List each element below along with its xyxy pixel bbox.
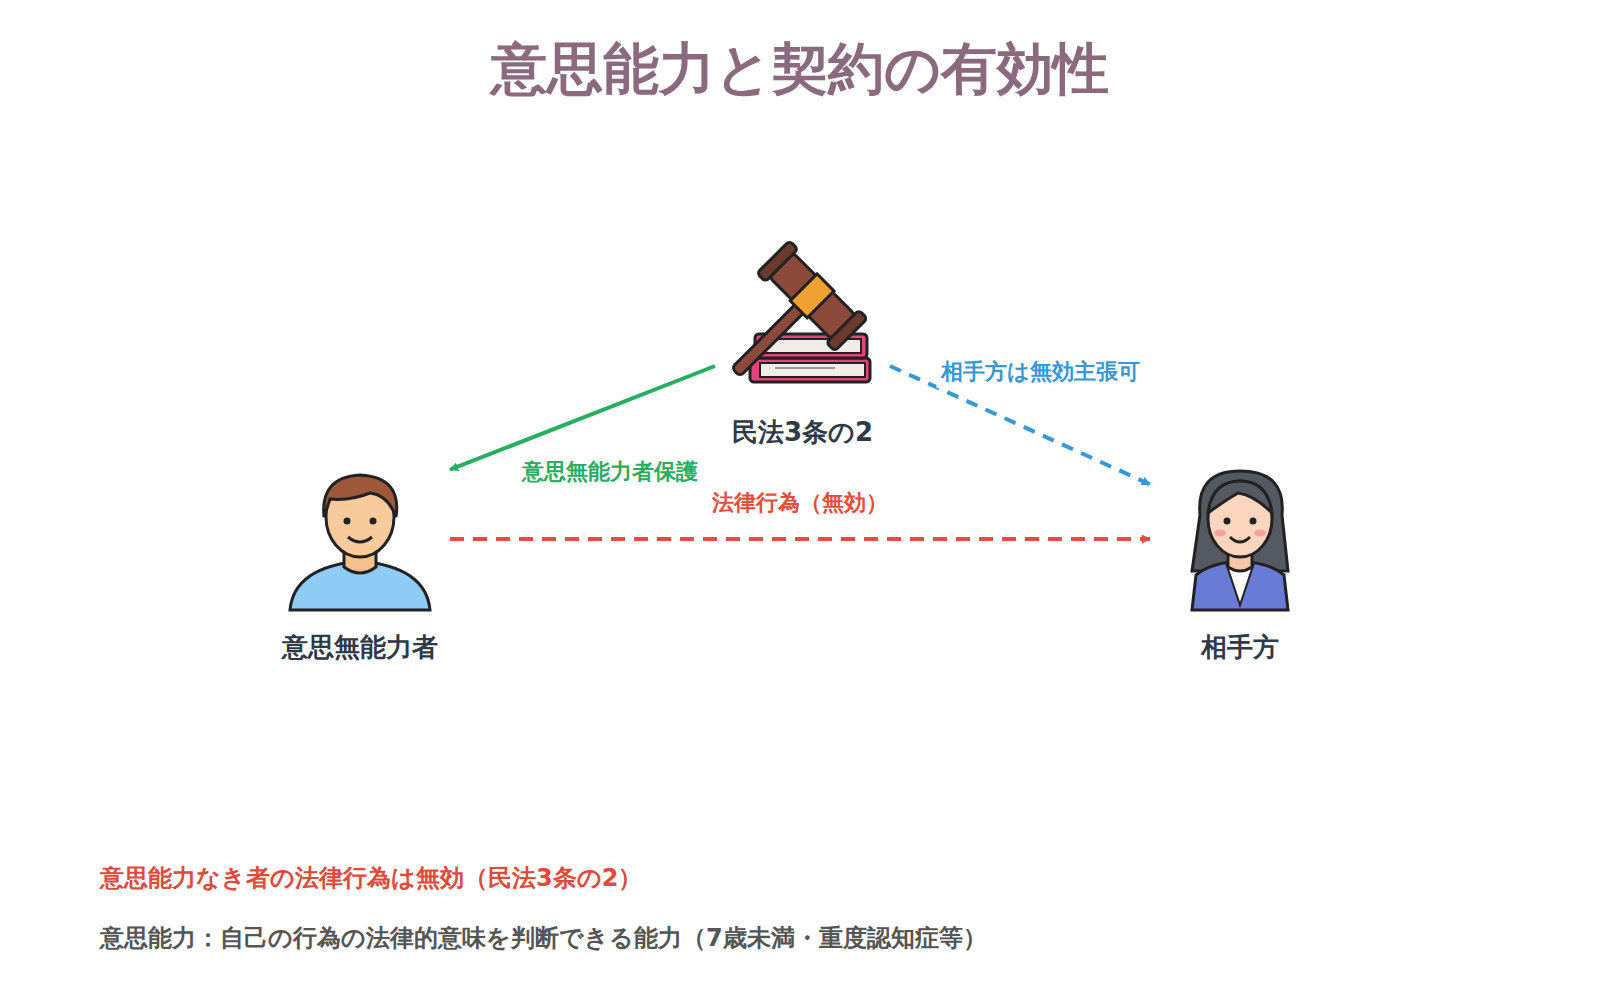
note-text: 意思能力：自己の行為の法律的意味を判断できる能力（7歳未満・重度認知症等） <box>100 922 987 954</box>
woman-icon <box>1150 455 1330 615</box>
connector-arrow <box>450 366 715 470</box>
connector-arrow <box>450 537 1150 541</box>
node-label: 相手方 <box>1150 630 1330 665</box>
edge-label: 法律行為（無効） <box>708 487 892 519</box>
note-text: 意思能力なき者の法律行為は無効（民法3条の2） <box>100 862 642 894</box>
node-label: 民法3条の2 <box>715 415 890 450</box>
title: 意思能力と契約の有効性 <box>0 32 1600 108</box>
law-node: 民法3条の2 <box>715 240 890 450</box>
node-label: 意思無能力者 <box>270 630 450 665</box>
edge-label: 相手方は無効主張可 <box>937 356 1144 388</box>
person-node: 意思無能力者 <box>270 455 450 665</box>
person-node: 相手方 <box>1150 455 1330 665</box>
gavel-icon <box>715 240 890 390</box>
man-icon <box>270 455 450 615</box>
edge-label: 意思無能力者保護 <box>518 456 702 488</box>
